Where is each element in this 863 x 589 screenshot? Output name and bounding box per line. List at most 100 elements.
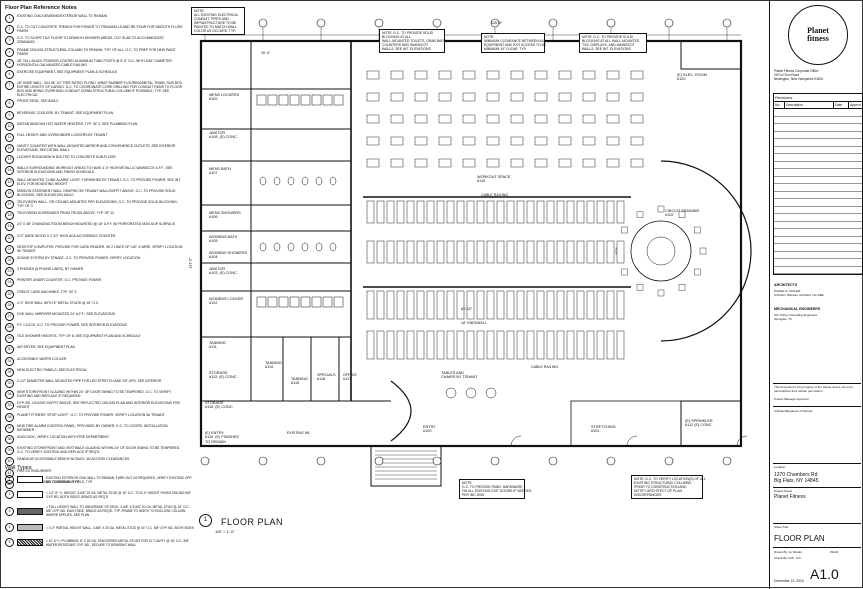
locker	[289, 296, 300, 308]
strength-equipment	[366, 136, 380, 146]
circuit-station	[678, 284, 686, 291]
treadmill	[466, 200, 475, 224]
cardio-machine	[606, 290, 615, 320]
wall-type-swatch	[17, 539, 43, 546]
wall-type-number: 2	[5, 490, 14, 499]
cardio-machine	[566, 290, 575, 320]
note-text: SOUND SYSTEM BY TENANT, G.C. TO PROVIDE …	[17, 255, 141, 260]
rev-col-description: Description	[785, 102, 834, 108]
grid-bubble	[722, 18, 732, 28]
room-specials: SPECIALS #116	[317, 373, 336, 382]
plan-title: FLOOR PLAN	[221, 517, 284, 527]
dim-workout-width: 83'-10"	[461, 307, 473, 311]
cardio-machine	[446, 330, 455, 360]
strength-equipment	[486, 114, 500, 124]
room-mens-bath: MENS BATH #107	[209, 167, 231, 176]
circuit-training-wall	[660, 160, 752, 342]
note-text: VANITY COUNTER WITH WALL-MOUNTED MIRROR …	[17, 144, 176, 153]
note-text: MISSION STATEMENT WALL GRAPHIC BY TENANT…	[17, 188, 176, 197]
note-item: 276'x6' WALL MIRRORS MOUNTED 24" A.F.F.,…	[5, 311, 183, 321]
note-solid-blocking-tvs: NOTE: G.C. TO PROVIDE SOLID BLOCKING AT …	[579, 33, 647, 53]
drawn-by: Drawn By: Jo Shoals	[774, 550, 802, 554]
treadmill	[476, 240, 485, 264]
note-text: 4'-0" HIGH WALL WITH 6" METAL STUDS @ 16…	[17, 300, 100, 305]
treadmill	[526, 200, 535, 224]
note-number: 40	[5, 457, 14, 467]
treadmill	[486, 240, 495, 264]
treadmill	[436, 200, 445, 224]
cardio-machine	[386, 330, 395, 360]
strength-equipment	[390, 158, 404, 168]
treadmill	[566, 240, 575, 264]
wall-type-item: 3= FULL HEIGHT WALL TO UNDERSIDE OF DECK…	[5, 505, 195, 517]
note-number: 12	[5, 144, 14, 154]
divider-2	[773, 406, 861, 407]
revision-row	[774, 267, 862, 274]
cardio-machine	[536, 330, 545, 360]
revisions-table: Revisions No. Description Date Apprvd	[773, 93, 863, 275]
cardio-machine	[606, 330, 615, 360]
treadmill	[496, 200, 505, 224]
strength-equipment	[582, 92, 596, 102]
note-number: 23	[5, 267, 14, 277]
locker	[256, 296, 267, 308]
revision-row	[774, 124, 862, 132]
cardio-machine	[396, 330, 405, 360]
project-name-label: Project Name	[774, 489, 793, 493]
room-stretching: STRETCHING #101	[591, 425, 616, 434]
cardio-machine	[596, 330, 605, 360]
sheet-number: A1.0	[810, 566, 839, 582]
strength-equipment	[534, 158, 548, 168]
strength-equipment	[510, 70, 524, 80]
note-number: 3	[5, 36, 14, 46]
treadmill	[416, 240, 425, 264]
strength-equipment	[366, 158, 380, 168]
treadmill	[516, 240, 525, 264]
wall-type-text: = 1/2"-6" +/- HEIGHT, 3-5/8" 20 GA. META…	[46, 490, 192, 499]
strength-equipment	[510, 114, 524, 124]
cardio-machine	[586, 290, 595, 320]
strength-equipment	[438, 136, 452, 146]
note-number: 8	[5, 99, 14, 109]
cardio-machine	[506, 290, 515, 320]
floor-plan-drawing	[199, 18, 752, 487]
strength-equipment	[438, 70, 452, 80]
treadmill	[376, 200, 385, 224]
treadmill	[506, 240, 515, 264]
strength-equipment	[390, 92, 404, 102]
treadmill	[536, 200, 545, 224]
revision-rows	[774, 109, 862, 274]
treadmill	[596, 240, 605, 264]
treadmill	[446, 200, 455, 224]
note-number: 34	[5, 390, 14, 400]
note-column-locations: NOTE: G.C. TO VERIFY LOCATION(S) OF ALL …	[631, 475, 706, 499]
cardio-machine	[486, 330, 495, 360]
note-number: 33	[5, 379, 14, 388]
toilet-fixture	[273, 242, 281, 252]
strength-equipment	[438, 114, 452, 124]
cardio-machine	[616, 330, 625, 360]
divider-5	[773, 523, 861, 524]
strength-equipment	[582, 136, 596, 146]
cardio-machine	[376, 290, 385, 320]
treadmill	[366, 200, 375, 224]
note-text: EXERCISE EQUIPMENT, SEE EQUIPMENT PLAN &…	[17, 69, 117, 74]
treadmill	[546, 240, 555, 264]
note-number: 19	[5, 222, 14, 232]
note-number: 35	[5, 401, 14, 411]
note-text: 2-1/2" DIAMETER WALL MOUNTED PIPE FOR LE…	[17, 379, 162, 383]
note-text: INSTANTANEOUS HOT WATER HEATERS, TYP. OF…	[17, 121, 138, 126]
note-text: DESKTOP COMPUTER, PROVIDE FOR CARD READE…	[17, 244, 183, 253]
locker	[300, 296, 311, 308]
cardio-machine	[526, 330, 535, 360]
